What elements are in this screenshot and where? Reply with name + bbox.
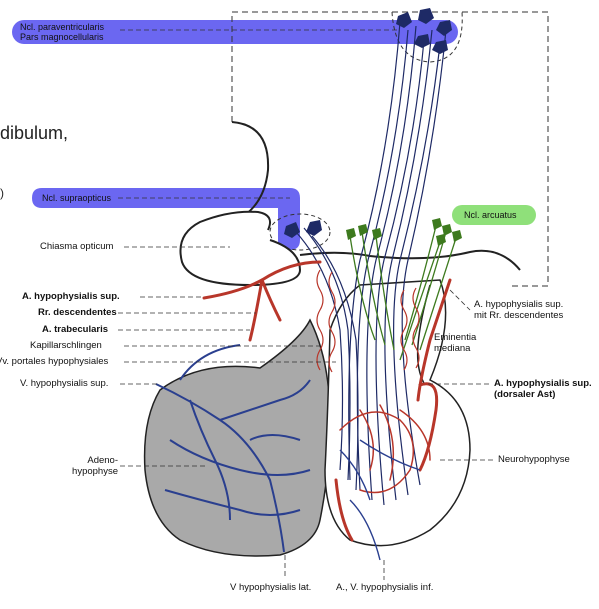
chiasma-label: Chiasma opticum — [40, 241, 114, 252]
paraventricularis-label-line1: Ncl. paraventricularis — [20, 22, 105, 32]
a-hyp-sup-dorsal-label-line1: A. hypophysialis sup. — [494, 378, 592, 389]
chiasma-opticum-shape — [179, 210, 302, 287]
supraoptic-neurons — [284, 220, 322, 238]
paraventricularis-label-line2: Pars magnocellularis — [20, 32, 104, 42]
a-hyp-sup-mit-label-line1: A. hypophysialis sup. — [474, 299, 564, 310]
adeno-label-line1: Adeno- — [87, 455, 118, 466]
leader-lines — [118, 29, 495, 580]
adenohypophysis-shape — [143, 318, 331, 557]
v-hypophysialis-lat-label: V hypophysialis lat. — [230, 582, 312, 593]
paraventricularis-highlight — [12, 20, 458, 44]
supraopticus-label: Ncl. supraopticus — [42, 193, 112, 203]
a-hyp-sup-mit-label-line2: mit Rr. descendentes — [474, 310, 564, 321]
arcuatus-highlight — [452, 205, 536, 225]
axon-bundle — [295, 21, 447, 506]
paraventricular-outline — [391, 11, 463, 63]
paraventricular-neurons — [396, 8, 452, 54]
neurohypophyse-label: Neurohypophyse — [498, 454, 570, 465]
a-hypophysialis-sup-label: A. hypophysialis sup. — [22, 291, 120, 302]
cutoff-side-text: ) — [0, 186, 4, 200]
capillary-loops — [316, 269, 420, 373]
av-hypophysialis-inf-label: A., V. hypophysialis inf. — [336, 582, 434, 593]
arcuate-cell-bodies — [346, 218, 462, 246]
arcuatus-label: Ncl. arcuatus — [464, 210, 517, 220]
a-hyp-sup-dorsal-label-line2: (dorsaler Ast) — [494, 389, 556, 400]
supraoptic-outline — [269, 213, 331, 251]
cutoff-heading-text: dibulum, — [0, 123, 69, 143]
hypothalamic-floor — [299, 249, 521, 271]
venous-network — [155, 344, 421, 561]
dashed-frame — [231, 11, 549, 287]
eminentia-label-line1: Eminentia — [434, 332, 477, 343]
supraopticus-highlight — [32, 188, 300, 250]
rr-descendentes-label: Rr. descendentes — [38, 307, 117, 318]
adeno-label-line2: hypophyse — [72, 466, 118, 477]
arcuate-neurons — [349, 225, 457, 361]
a-trabecularis-label: A. trabecularis — [42, 324, 108, 335]
eminentia-label-line2: mediana — [434, 343, 471, 354]
vv-portales-label: Vv. portales hypophysiales — [0, 356, 109, 367]
v-hypophysialis-sup-label: V. hypophysialis sup. — [20, 378, 109, 389]
kapillarschlingen-label: Kapillarschlingen — [30, 340, 102, 351]
